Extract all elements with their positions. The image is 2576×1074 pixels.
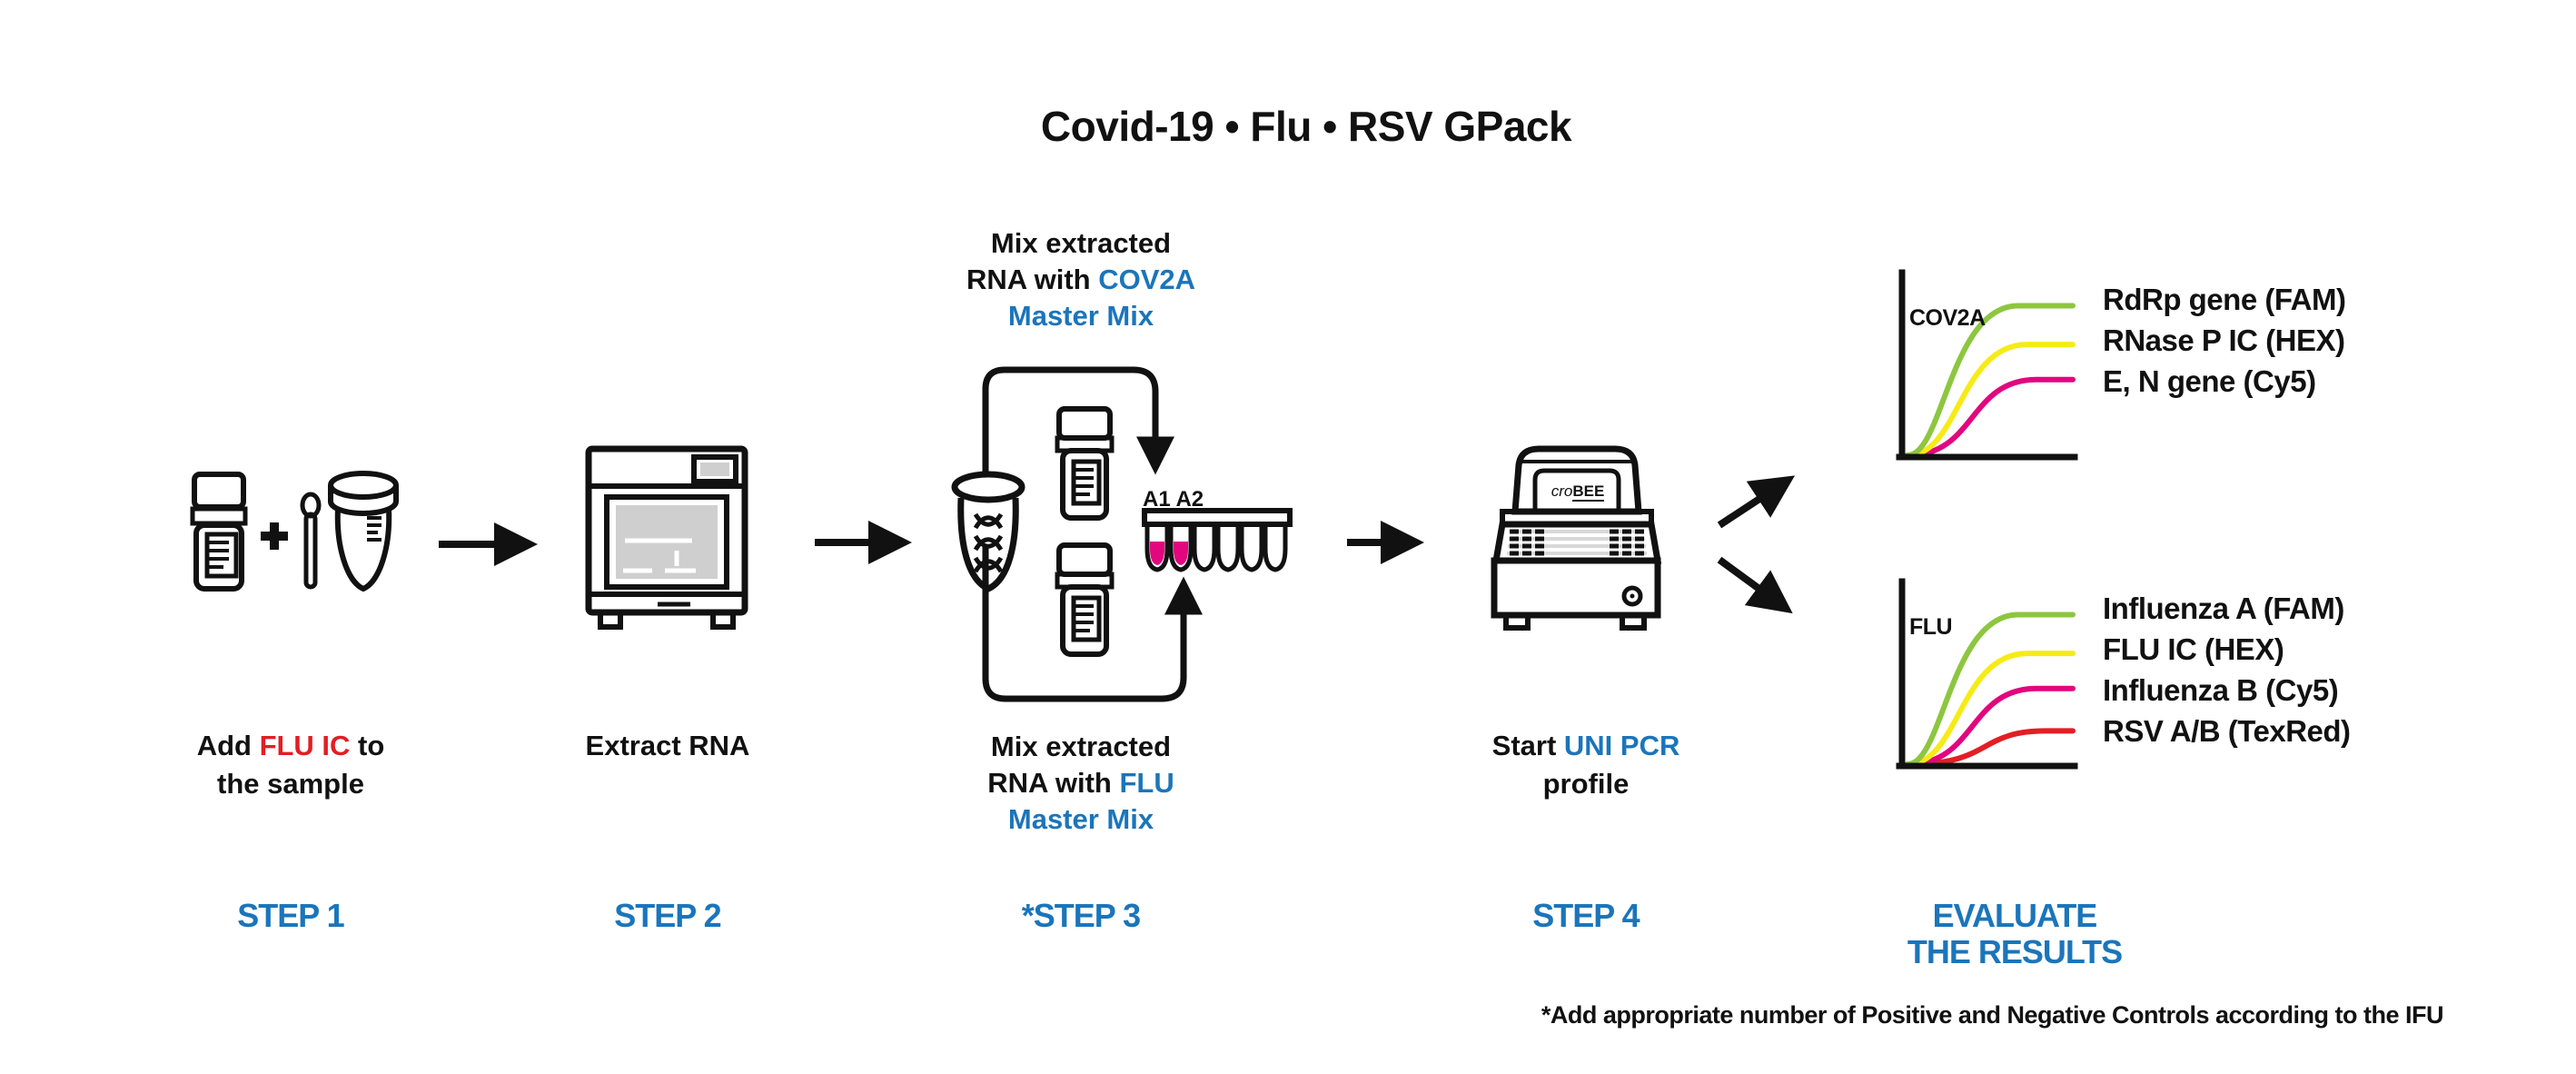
evaluate-line2: THE RESULTS [1907,933,2123,970]
legend-item-rdrp: RdRp gene (FAM) [2103,283,2346,316]
diverge-arrow-down-icon [1717,556,1793,614]
step1-caption-post: to [350,730,385,761]
legend-item-influenza-b: Influenza B (Cy5) [2103,673,2339,707]
pcr-strip-icon [1142,508,1293,572]
legend-item-flu-ic: FLU IC (HEX) [2103,632,2284,666]
cov2a-curve-rnasep-ic [1905,342,2076,459]
cov2a-curve-rdrp-gene [1905,303,2076,459]
step3-top-line2-highlight: COV2A [1098,264,1196,295]
step3-caption-top: Mix extracted RNA with COV2A Master Mix [904,225,1258,334]
step3-label: *STEP 3 [1021,897,1141,934]
flu-curve-influenza-a [1905,612,2076,768]
legend-item-rnasep: RNase P IC (HEX) [2103,323,2345,357]
flu-chart-axes [1896,578,2078,770]
flu-curve-influenza-b [1905,685,2076,768]
page-title: Covid-19 • Flu • RSV GPack [1040,103,1572,150]
cov2a-chart-title: COV2A [1909,305,1986,331]
step1-caption: Add FLU IC to the sample [109,727,472,803]
cov2a-chart-axes [1896,269,2078,461]
evaluate-label: EVALUATE THE RESULTS [1833,898,2196,970]
thermocycler-icon [1491,445,1662,631]
step1-label: STEP 1 [237,897,344,934]
flu-chart [1896,578,2078,770]
step4-caption-pre: Start [1491,730,1564,761]
cov2a-curve-en-gene [1905,376,2076,459]
brand-suffix: BEE [1572,482,1605,502]
footnote: *Add appropriate number of Positive and … [1541,1001,2444,1029]
step3-bottom-line1: Mix extracted [990,731,1172,762]
cov2a-mastermix-tube-icon [1055,406,1115,521]
step3-top-line1: Mix extracted [990,227,1172,259]
step2-label: STEP 2 [614,897,721,934]
rna-extractor-icon [585,445,748,630]
step3-caption-bottom: Mix extracted RNA with FLU Master Mix [904,729,1258,838]
step1-caption-pre: Add [196,730,260,761]
legend-item-influenza-a: Influenza A (FAM) [2103,592,2344,625]
mixing-bracket-top [982,366,1174,475]
flu-ic-tube-icon [190,472,248,592]
thermocycler-brand-label: croBEE [1537,482,1619,502]
diverge-arrow-up-icon [1717,475,1796,529]
mixing-bracket-bottom [982,545,1203,702]
step3-top-line2-pre: RNA with [966,264,1099,295]
step3-bottom-line2-pre: RNA with [987,767,1120,799]
flu-legend: Influenza A (FAM) FLU IC (HEX) Influenza… [2103,588,2351,751]
step4-label: STEP 4 [1532,897,1640,934]
cov2a-legend: RdRp gene (FAM) RNase P IC (HEX) E, N ge… [2103,279,2346,402]
cov2a-chart [1896,269,2078,461]
step3-top-line3: Master Mix [1007,300,1154,332]
legend-item-en-gene: E, N gene (Cy5) [2103,364,2316,398]
pcr-strip-label: A1 A2 [1143,487,1204,512]
step4-caption-line2: profile [1542,768,1630,800]
step4-caption-highlight: UNI PCR [1563,730,1680,761]
step3-bottom-line2-highlight: FLU [1119,767,1174,799]
sample-tube-icon [328,471,399,592]
evaluate-line1: EVALUATE [1932,897,2098,934]
step2-caption: Extract RNA [585,730,750,761]
step3-bottom-line3: Master Mix [1007,803,1154,835]
rna-tube-icon [951,471,1025,592]
brand-prefix: cro [1551,482,1573,500]
flu-mastermix-tube-icon [1055,542,1115,657]
plus-icon [261,522,288,550]
swab-icon [300,492,322,590]
step1-caption-line2: the sample [217,768,364,800]
legend-item-rsv: RSV A/B (TexRed) [2103,714,2351,748]
step4-caption: Start UNI PCR profile [1404,727,1768,803]
flu-chart-title: FLU [1909,614,1953,640]
step1-caption-highlight: FLU IC [259,730,351,761]
flu-curve-flu-ic [1905,651,2076,768]
